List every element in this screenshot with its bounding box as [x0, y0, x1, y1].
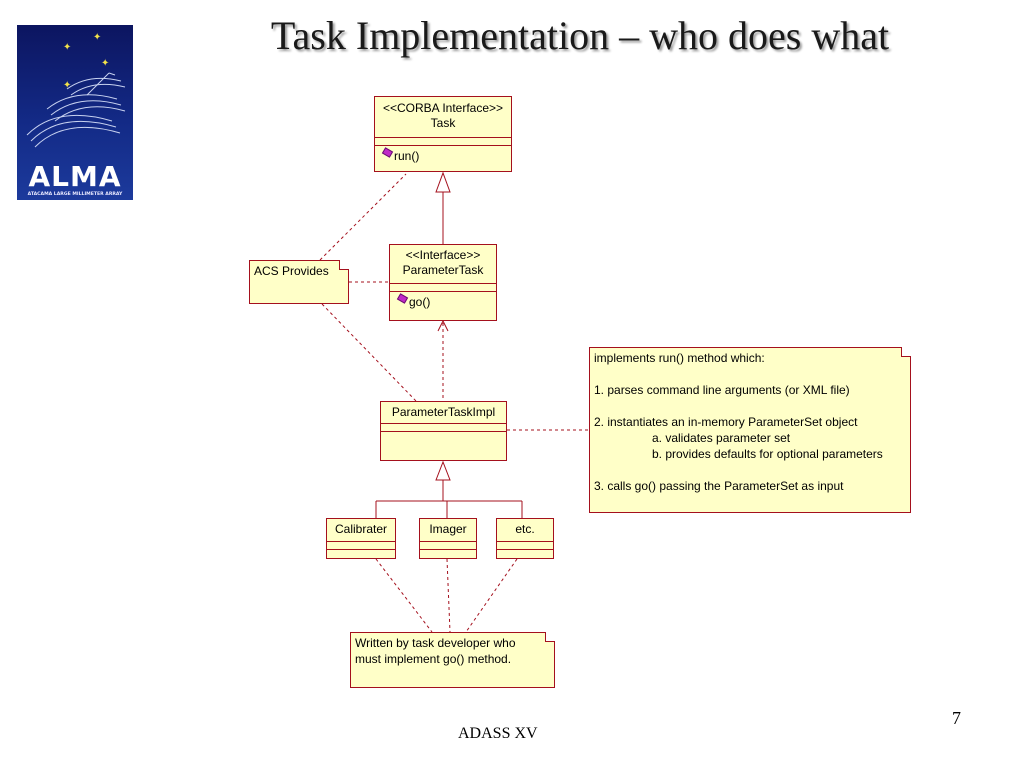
stereotype-label: <<Interface>> [405, 248, 481, 262]
class-header: etc. [497, 519, 553, 542]
note-link-imager [446, 558, 451, 633]
note-line: a. validates parameter set [652, 431, 791, 445]
star-icon: ✦ [63, 80, 72, 91]
slide-footer: ADASS XV [458, 725, 538, 742]
attributes-compartment [375, 138, 511, 146]
note-text: ACS Provides [254, 264, 329, 278]
class-name: etc. [515, 522, 535, 536]
etc-class[interactable]: etc. [496, 518, 554, 559]
operation-icon [381, 147, 394, 158]
alma-logo: ✦ ✦ ✦ ✦ ALMA ATACAMA LARGE MILLIMETER AR… [17, 25, 133, 200]
note-line: 3. calls go() passing the ParameterSet a… [594, 479, 844, 493]
class-name: ParameterTask [402, 263, 484, 277]
operation-run: run() [394, 149, 420, 163]
slide-title: Task Implementation – who does what [270, 13, 890, 58]
note-link-acs-impl [321, 303, 417, 402]
task-interface-class[interactable]: <<CORBA Interface>> Task run() [374, 96, 512, 172]
star-icon: ✦ [63, 42, 72, 53]
implementation-note[interactable]: implements run() method which: 1. parses… [589, 347, 911, 513]
class-name: Task [430, 116, 456, 130]
class-name: Calibrater [334, 522, 388, 536]
class-header: <<Interface>> ParameterTask [390, 245, 496, 284]
note-line: 2. instantiates an in-memory ParameterSe… [594, 415, 858, 429]
class-header: Calibrater [327, 519, 395, 542]
operations-compartment: run() [375, 146, 511, 164]
logo-wordmark: ALMA [28, 160, 122, 193]
class-name: Imager [429, 522, 467, 536]
task-developer-note[interactable]: Written by task developer who must imple… [350, 632, 555, 688]
attributes-compartment [497, 542, 553, 550]
note-fold-icon [901, 347, 911, 357]
operations-compartment: go() [390, 292, 496, 310]
note-line: b. provides defaults for optional parame… [652, 447, 883, 461]
note-line: implements run() method which: [594, 351, 765, 365]
note-link-acs-task [319, 173, 407, 261]
class-header: <<CORBA Interface>> Task [375, 97, 511, 138]
imager-class[interactable]: Imager [419, 518, 477, 559]
operation-icon [396, 293, 409, 304]
note-line: must implement go() method. [355, 652, 512, 666]
note-fold-icon [339, 260, 349, 270]
open-arrow-parametertask [437, 319, 449, 332]
note-link-calibrater [375, 558, 433, 633]
attributes-compartment [327, 542, 395, 550]
class-header: ParameterTaskImpl [381, 402, 506, 424]
calibrater-class[interactable]: Calibrater [326, 518, 396, 559]
class-header: Imager [420, 519, 476, 542]
parameter-task-interface-class[interactable]: <<Interface>> ParameterTask go() [389, 244, 497, 321]
operation-go: go() [409, 295, 431, 309]
star-icon: ✦ [93, 32, 102, 43]
star-icon: ✦ [101, 58, 110, 69]
note-line: Written by task developer who [355, 636, 516, 650]
acs-provides-note[interactable]: ACS Provides [249, 260, 349, 304]
inheritance-arrow-task [435, 171, 451, 193]
inheritance-arrow-impl [435, 460, 451, 481]
note-line: 1. parses command line arguments (or XML… [594, 383, 850, 397]
attributes-compartment [381, 424, 506, 432]
stereotype-label: <<CORBA Interface>> [382, 101, 504, 115]
attributes-compartment [390, 284, 496, 292]
note-fold-icon [545, 632, 555, 642]
note-link-etc [465, 558, 518, 633]
attributes-compartment [420, 542, 476, 550]
page-number: 7 [952, 708, 961, 728]
parameter-task-impl-class[interactable]: ParameterTaskImpl [380, 401, 507, 461]
logo-subtitle: ATACAMA LARGE MILLIMETER ARRAY [27, 192, 123, 197]
antenna-dish-icon [26, 72, 126, 148]
class-name: ParameterTaskImpl [391, 405, 496, 419]
